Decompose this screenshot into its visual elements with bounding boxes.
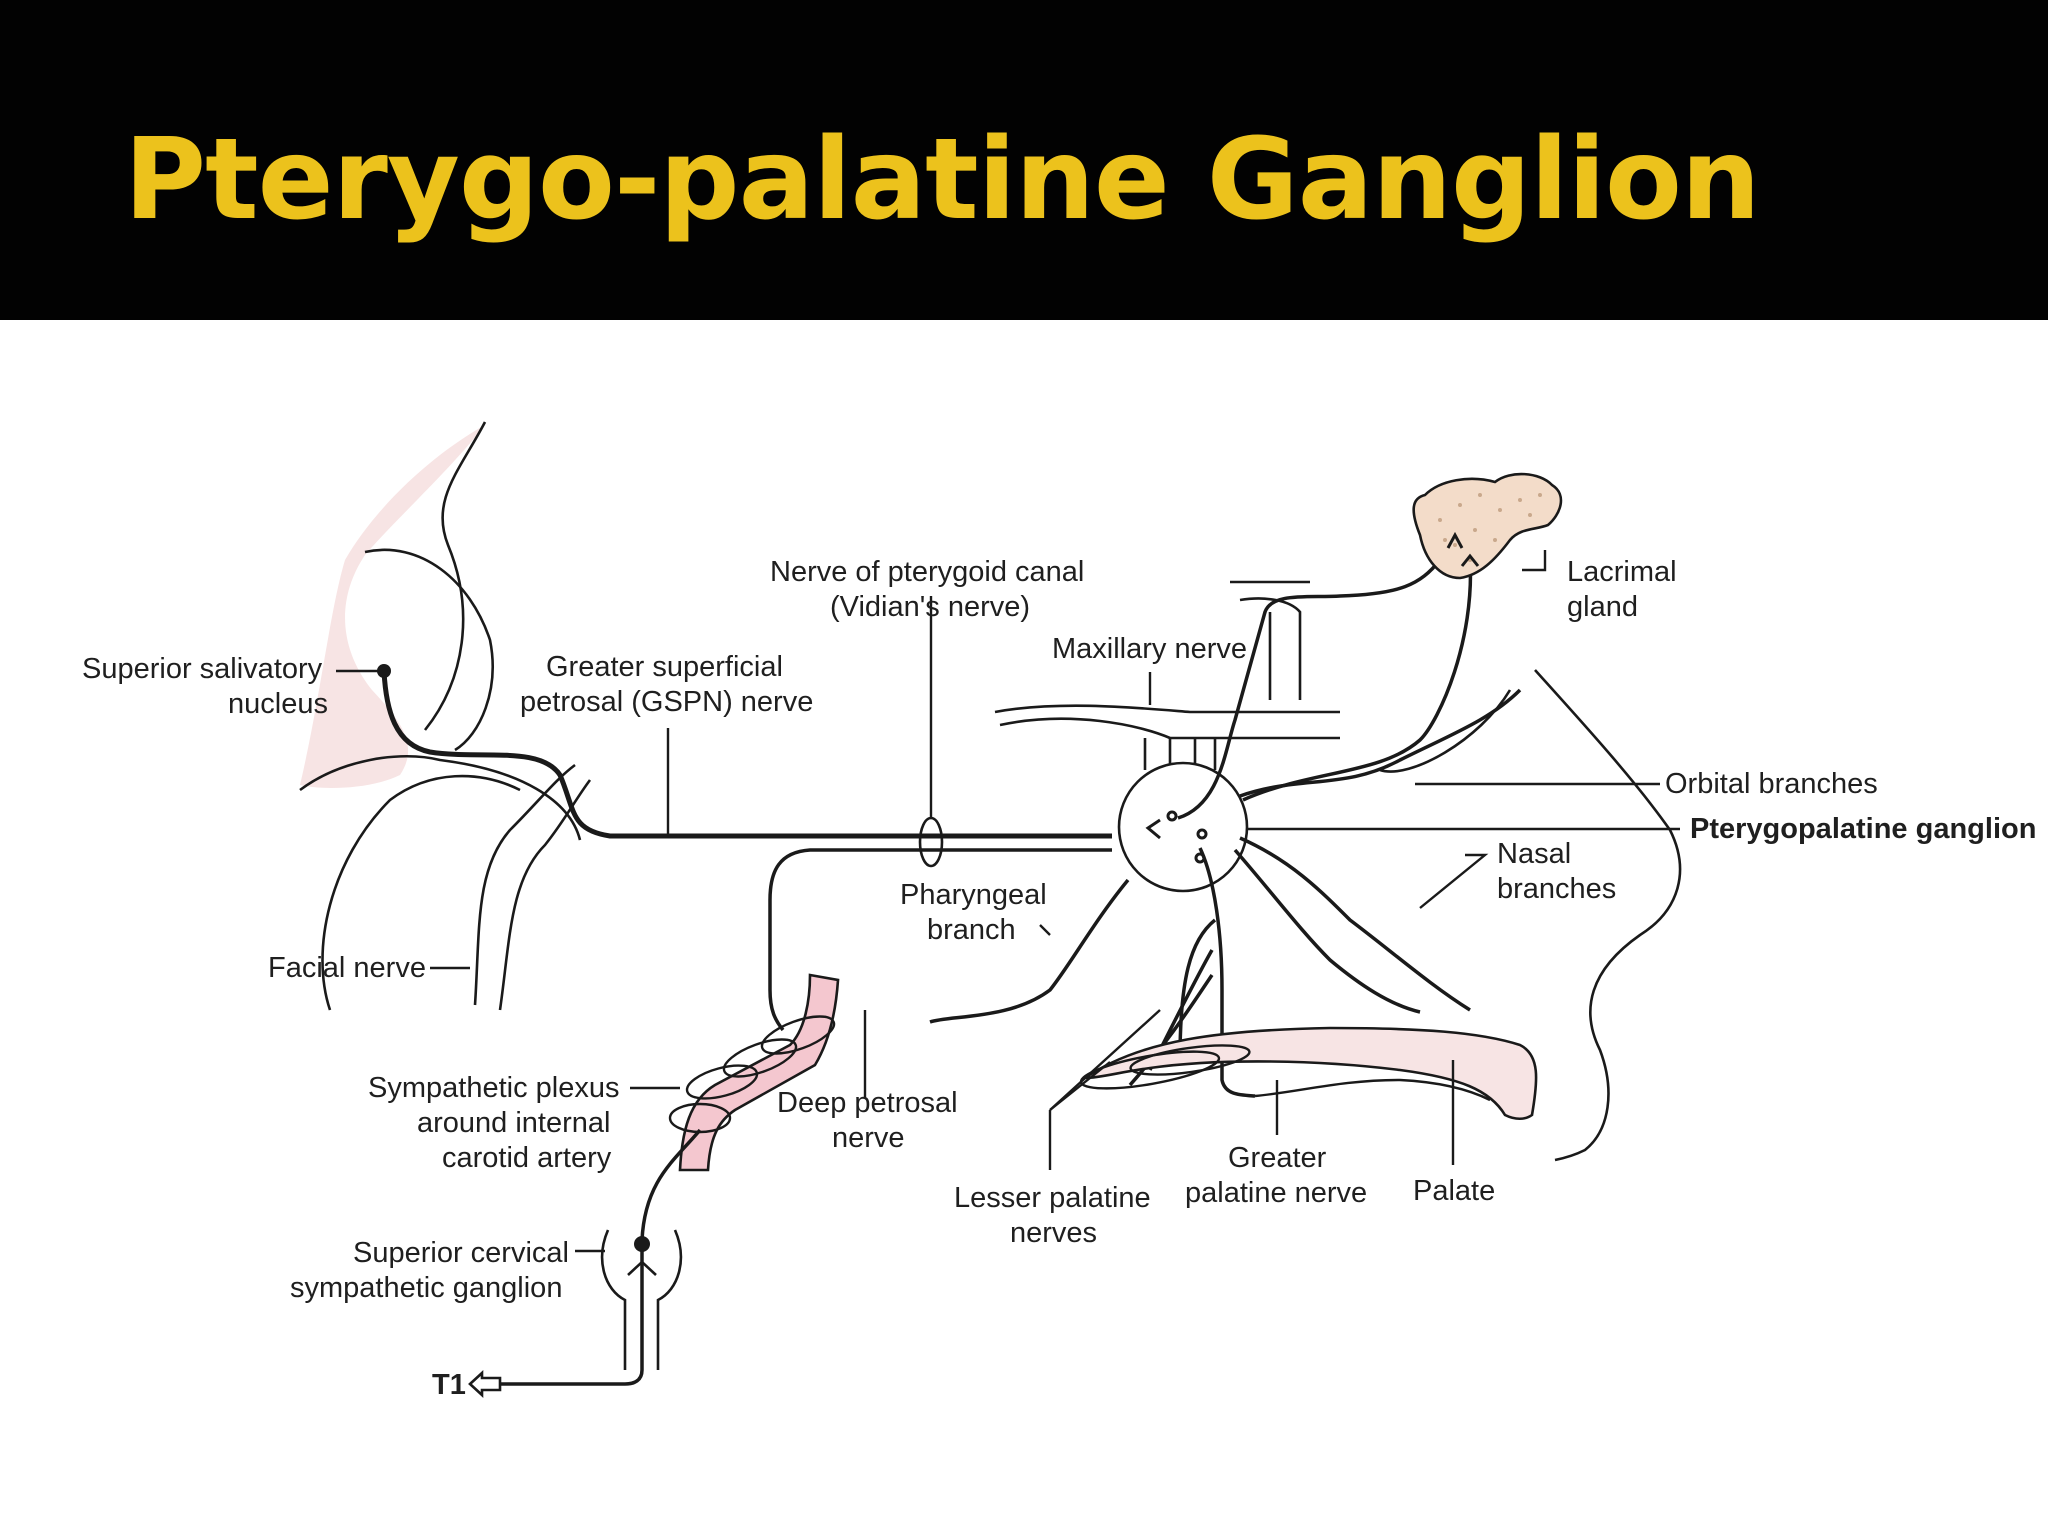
lacrimal-fibers bbox=[1177, 534, 1457, 820]
sympathetic-pathway bbox=[500, 1128, 702, 1386]
lacrimal-synapse bbox=[1446, 531, 1480, 567]
leader-lines bbox=[336, 550, 1680, 1253]
title-bar: Pterygo-palatine Ganglion bbox=[0, 0, 2048, 320]
lacrimal-gland-stalk bbox=[1242, 557, 1473, 802]
palatine-trunk bbox=[1198, 847, 1256, 1098]
lacrimal-gland bbox=[1412, 472, 1563, 580]
brainstem-outline bbox=[299, 421, 592, 1011]
maxillary-nerve-channel bbox=[994, 580, 1340, 770]
label-lacrimal: Lacrimal bbox=[1567, 556, 1677, 588]
label-nasal: Nasal bbox=[1497, 838, 1571, 870]
superior-salivatory-nucleus-dot bbox=[377, 664, 391, 678]
lacrimal-gland-texture bbox=[1438, 493, 1542, 562]
superior-cervical-ganglion-outline bbox=[600, 1229, 683, 1370]
label-nasal-2: branches bbox=[1497, 873, 1616, 905]
sympathetic-plexus-coils bbox=[668, 1015, 836, 1134]
label-lacrimal-2: gland bbox=[1567, 591, 1638, 623]
t1-arrow-icon bbox=[468, 1370, 502, 1398]
label-deep-petrosal: Deep petrosal bbox=[777, 1087, 958, 1119]
superior-cervical-ganglion-dot bbox=[634, 1236, 650, 1252]
label-vidian: Nerve of pterygoid canal bbox=[770, 556, 1084, 588]
label-sympathetic-3: carotid artery bbox=[442, 1142, 612, 1174]
slide-title: Pterygo-palatine Ganglion bbox=[124, 115, 1761, 245]
label-maxillary: Maxillary nerve bbox=[1052, 633, 1247, 665]
label-gspn-2: petrosal (GSPN) nerve bbox=[520, 686, 813, 718]
pharyngeal-branch bbox=[929, 878, 1130, 1024]
parasympathetic-pathway bbox=[381, 670, 1112, 839]
label-cervical: Superior cervical bbox=[353, 1237, 569, 1269]
label-pharyngeal-2: branch bbox=[927, 914, 1016, 946]
label-lesser-palatine-2: nerves bbox=[1010, 1217, 1097, 1249]
label-sympathetic: Sympathetic plexus bbox=[368, 1072, 619, 1104]
label-orbital: Orbital branches bbox=[1665, 768, 1878, 800]
label-gspn: Greater superficial bbox=[546, 651, 783, 683]
label-cervical-2: sympathetic ganglion bbox=[290, 1272, 562, 1304]
label-greater-palatine-2: palatine nerve bbox=[1185, 1177, 1367, 1209]
nasal-branch-upper bbox=[1239, 836, 1471, 1012]
label-t1: T1 bbox=[432, 1369, 466, 1401]
label-lesser-palatine: Lesser palatine bbox=[954, 1182, 1151, 1214]
label-pharyngeal: Pharyngeal bbox=[900, 879, 1047, 911]
vidian-nerve-marker bbox=[918, 816, 944, 868]
label-facial: Facial nerve bbox=[268, 952, 426, 984]
diagram-labels: Superior salivatory nucleus Greater supe… bbox=[82, 556, 2036, 1401]
orbital-branch bbox=[1239, 688, 1522, 798]
nasal-branch-lower bbox=[1233, 848, 1421, 1014]
pterygopalatine-ganglion bbox=[1117, 761, 1249, 893]
brainstem-tissue-shading bbox=[300, 425, 485, 788]
ganglion-synapses bbox=[1145, 810, 1208, 864]
lesser-palatine-1 bbox=[1178, 918, 1217, 1061]
label-superior-salivatory-2: nucleus bbox=[228, 688, 328, 720]
label-superior-salivatory: Superior salivatory bbox=[82, 653, 323, 685]
label-vidian-2: (Vidian's nerve) bbox=[830, 591, 1030, 623]
deep-petrosal-nerve bbox=[768, 848, 1112, 1032]
label-deep-petrosal-2: nerve bbox=[832, 1122, 905, 1154]
label-palate: Palate bbox=[1413, 1175, 1495, 1207]
label-sympathetic-2: around internal bbox=[417, 1107, 610, 1139]
label-greater-palatine: Greater bbox=[1228, 1142, 1327, 1174]
label-ganglion: Pterygopalatine ganglion bbox=[1690, 813, 2036, 845]
